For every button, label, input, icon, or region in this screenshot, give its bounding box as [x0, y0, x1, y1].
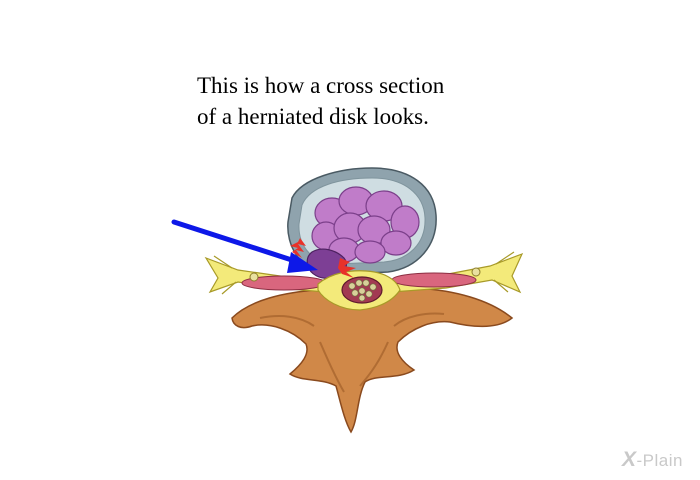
pointer-arrow-head	[287, 252, 318, 273]
caption-line-1: This is how a cross section	[197, 73, 445, 98]
pain-indicator	[290, 238, 356, 278]
pointer-arrow-shaft	[171, 219, 301, 265]
vertebra-shading	[259, 312, 445, 393]
spinal-cord-fibers	[348, 279, 377, 302]
nerve-root-right	[391, 251, 524, 294]
caption: This is how a cross section of a herniat…	[197, 70, 557, 132]
nerve-root-left	[204, 255, 327, 295]
xplain-logo: X-Plain	[622, 448, 683, 471]
vertebra-bone	[231, 287, 514, 434]
caption-line-2: of a herniated disk looks.	[197, 104, 429, 129]
